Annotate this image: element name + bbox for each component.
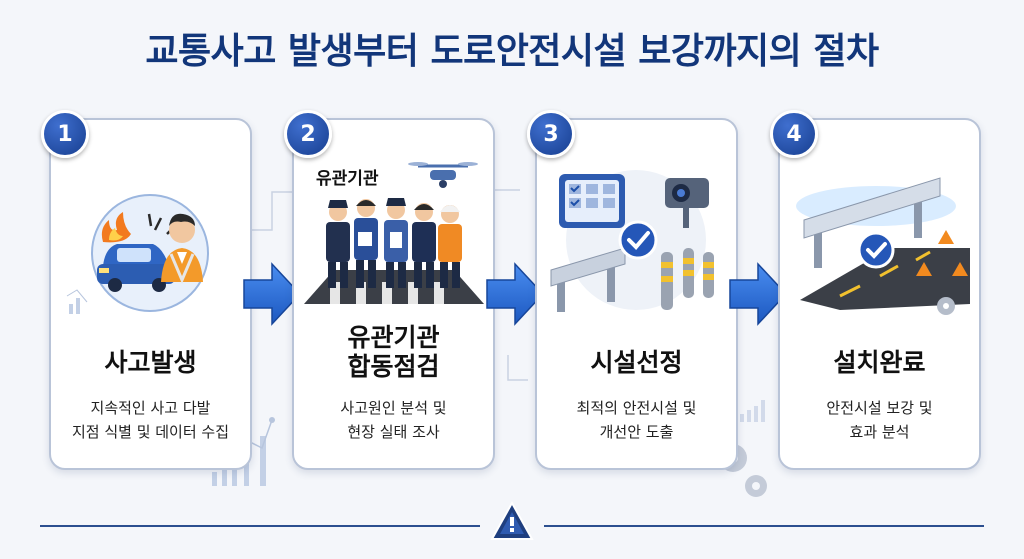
step-card-3: 시설선정 최적의 안전시설 및 개선안 도출	[535, 118, 738, 470]
title-line: 유관기관	[347, 323, 440, 352]
step-title: 설치완료	[833, 348, 926, 377]
desc-line: 현장 실태 조사	[347, 423, 440, 441]
step-description: 안전시설 보강 및 효과 분석	[780, 396, 979, 444]
step-card-4: 설치완료 안전시설 보강 및 효과 분석	[778, 118, 981, 470]
step-title: 사고발생	[104, 348, 197, 377]
bottom-divider	[544, 525, 984, 527]
gear-icon	[937, 297, 955, 315]
inspection-illustration	[304, 162, 484, 304]
step-description: 지속적인 사고 다발 지점 식별 및 데이터 수집	[51, 396, 250, 444]
step-number-badge: 1	[41, 110, 89, 158]
check-icon	[618, 220, 658, 260]
installation-complete-illustration	[796, 177, 970, 315]
desc-line: 효과 분석	[849, 423, 910, 441]
warning-icon	[916, 230, 968, 276]
step-description: 사고원인 분석 및 현장 실태 조사	[294, 396, 493, 444]
step-number-badge: 4	[770, 110, 818, 158]
step-title: 시설선정	[590, 348, 683, 377]
car-accident-illustration	[66, 194, 209, 314]
page-title: 교통사고 발생부터 도로안전시설 보강까지의 절차	[145, 31, 879, 72]
desc-line: 최적의 안전시설 및	[576, 399, 697, 417]
desc-line: 지점 식별 및 데이터 수집	[71, 423, 230, 441]
guardrail-icon	[550, 247, 626, 312]
camera-icon	[665, 178, 709, 228]
arrow-right-icon	[729, 262, 788, 326]
chart-icon	[740, 400, 765, 422]
step-description: 최적의 안전시설 및 개선안 도출	[537, 396, 736, 444]
arrow-right-icon	[486, 262, 545, 326]
step-number-badge: 3	[527, 110, 575, 158]
step-card-1: 사고발생 지속적인 사고 다발 지점 식별 및 데이터 수집	[49, 118, 252, 470]
step-number-badge: 2	[284, 110, 332, 158]
warning-icon	[490, 500, 534, 540]
check-icon	[857, 231, 895, 269]
guardrail-icon	[796, 177, 956, 268]
desc-line: 지속적인 사고 다발	[90, 399, 211, 417]
bottom-divider	[40, 525, 480, 527]
step-card-2: 유관기관 유관기관 합동점검 사고원인 분석 및 현장 실태 조사	[292, 118, 495, 470]
worker-icon	[161, 213, 203, 284]
desc-line: 사고원인 분석 및	[340, 399, 447, 417]
chart-icon	[69, 298, 80, 314]
monitor-icon	[559, 174, 625, 228]
title-line: 합동점검	[347, 352, 440, 381]
car-accident-icon	[97, 212, 178, 292]
drone-icon	[408, 162, 478, 188]
desc-line: 안전시설 보강 및	[826, 399, 933, 417]
desc-line: 개선안 도출	[599, 423, 674, 441]
inspection-team-icon	[326, 198, 462, 288]
agency-tag: 유관기관	[316, 169, 379, 189]
facility-selection-illustration	[550, 170, 714, 312]
bollard-icon	[661, 248, 714, 310]
step-title: 유관기관 합동점검	[294, 323, 493, 381]
arrow-right-icon	[243, 262, 302, 326]
